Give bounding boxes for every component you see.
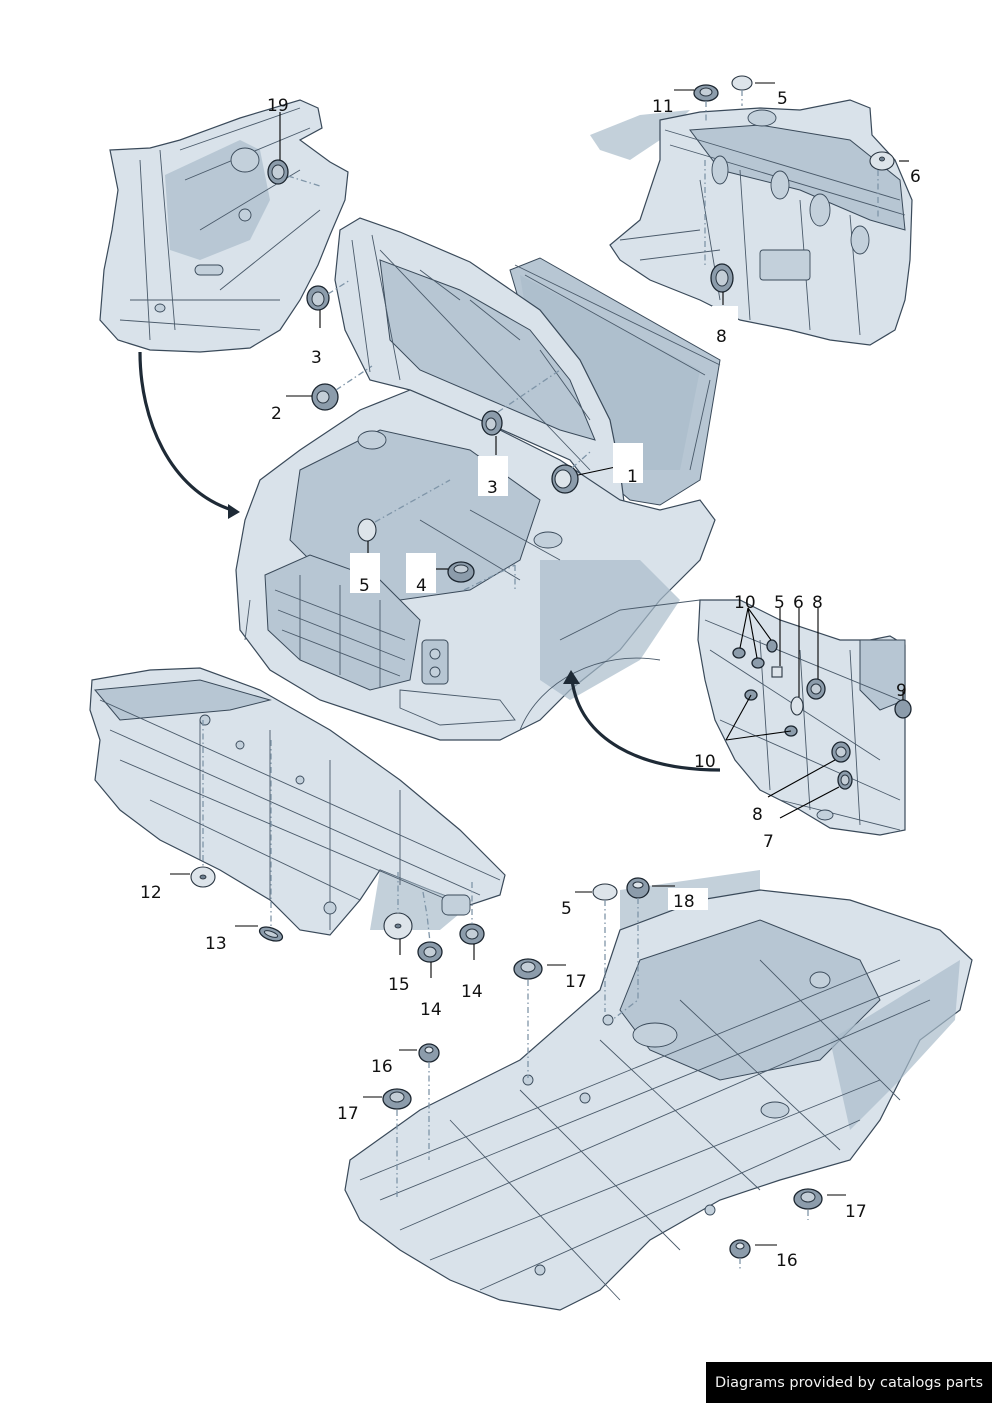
part-8-grommet-lower[interactable] [831, 741, 851, 763]
part-7-plug[interactable] [837, 770, 853, 790]
part-17-grommet-left[interactable] [382, 1088, 412, 1110]
view-floor-pan: 5 18 17 16 17 [337, 870, 973, 1311]
arrowhead-icon [228, 504, 240, 519]
part-16-plug-right[interactable] [729, 1239, 751, 1259]
part-17-grommet-top[interactable] [513, 958, 543, 980]
callout-11: 11 [652, 97, 674, 117]
arrowhead-icon [563, 670, 580, 684]
part-18-plug[interactable] [626, 877, 650, 899]
arrow-rear-to-front [138, 351, 233, 512]
callout-5-top: 5 [777, 89, 788, 109]
view-side-sill-detail: 10 5 6 8 9 8 [563, 593, 912, 852]
view-front-bulkhead: 11 5 6 8 [590, 75, 921, 347]
part-16-plug-left[interactable] [418, 1043, 440, 1063]
part-3-plug-left[interactable] [306, 285, 330, 311]
callout-4: 4 [416, 576, 427, 596]
callout-18: 18 [673, 892, 695, 912]
callout-15: 15 [388, 975, 410, 995]
part-10-clip-a[interactable] [732, 647, 746, 659]
part-19-grommet[interactable] [267, 159, 289, 185]
callout-7: 7 [763, 832, 774, 852]
part-3-plug-bonnet[interactable] [481, 410, 503, 436]
callout-5-sill: 5 [774, 593, 785, 613]
callout-2: 2 [271, 404, 282, 424]
callout-8-sill-lower: 8 [752, 805, 763, 825]
callout-10-lower: 10 [694, 752, 716, 772]
part-9-plug[interactable] [894, 699, 912, 719]
part-14-grommet-right[interactable] [459, 923, 485, 945]
callout-5-engine: 5 [359, 576, 370, 596]
callout-19: 19 [267, 96, 289, 116]
view-front-end-vehicle: 3 2 3 1 5 [138, 217, 721, 741]
part-5-plug-engine[interactable] [357, 518, 377, 542]
callout-13: 13 [205, 934, 227, 954]
part-10-clip-c[interactable] [766, 639, 778, 653]
callout-14-right: 14 [461, 982, 483, 1002]
part-1-plug[interactable] [551, 464, 579, 494]
callout-6-top: 6 [910, 167, 921, 187]
callout-12: 12 [140, 883, 162, 903]
part-13-oval-plug[interactable] [258, 924, 285, 943]
view-rear-quarter-inner: 19 [99, 96, 349, 353]
callout-10-top: 10 [734, 593, 756, 613]
part-4-plug[interactable] [447, 561, 475, 583]
part-5-plug-sill[interactable] [771, 666, 783, 678]
part-8-grommet-sill[interactable] [806, 678, 826, 700]
callout-1: 1 [627, 467, 638, 487]
callout-3-left: 3 [311, 348, 322, 368]
callout-8-sill-top: 8 [812, 593, 823, 613]
part-14-grommet-left[interactable] [417, 941, 443, 963]
callout-9: 9 [896, 681, 907, 701]
footer-credit-text: Diagrams provided by catalogs parts [714, 1374, 984, 1391]
callout-16-right: 16 [776, 1251, 798, 1271]
part-6-plug-sill[interactable] [790, 696, 804, 716]
part-5-plug-floor[interactable] [592, 883, 618, 901]
callout-5-floor: 5 [561, 899, 572, 919]
footer-credit-banner: Diagrams provided by catalogs parts [706, 1362, 992, 1403]
part-8-grommet[interactable] [710, 263, 734, 293]
view-side-sill-lower: 12 13 15 14 14 [89, 667, 506, 1020]
callout-14-left: 14 [420, 1000, 442, 1020]
callout-3-bonnet: 3 [487, 478, 498, 498]
part-12-plug[interactable] [190, 866, 216, 888]
arrow-sill-to-front [570, 679, 721, 772]
callout-6-sill: 6 [793, 593, 804, 613]
part-17-grommet-right[interactable] [793, 1188, 823, 1210]
part-11-grommet[interactable] [693, 84, 719, 102]
part-2-plug[interactable] [311, 383, 339, 411]
part-15-plug[interactable] [383, 912, 413, 940]
part-5-plug[interactable] [731, 75, 753, 91]
part-6-plug[interactable] [869, 151, 895, 171]
callout-17-left: 17 [337, 1104, 359, 1124]
callout-17-right: 17 [845, 1202, 867, 1222]
callout-8-top: 8 [716, 327, 727, 347]
callout-16-left: 16 [371, 1057, 393, 1077]
callout-17-top: 17 [565, 972, 587, 992]
part-10-clip-b[interactable] [751, 657, 765, 669]
